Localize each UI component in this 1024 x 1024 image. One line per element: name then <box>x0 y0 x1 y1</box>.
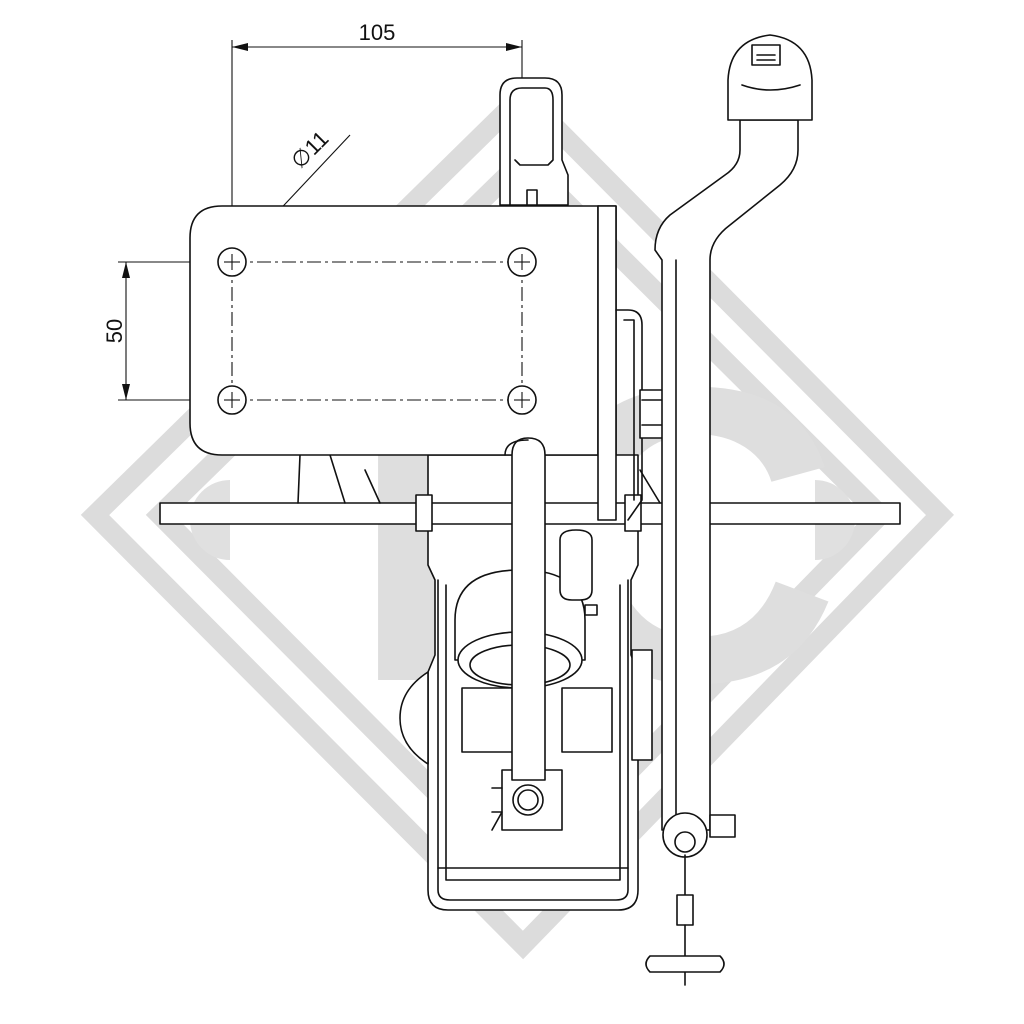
lock-pin <box>645 812 736 986</box>
dimension-height-label: 50 <box>102 319 127 343</box>
mounting-hole <box>217 385 247 415</box>
stabiliser-handle <box>654 34 813 831</box>
handle-lever <box>504 437 546 781</box>
dimension-width-label: 105 <box>359 20 396 45</box>
dimension-hole-label: ∅11 <box>286 126 333 173</box>
mounting-hole <box>507 247 537 277</box>
mounting-hole <box>507 385 537 415</box>
mounting-hole <box>217 247 247 277</box>
mounting-plate <box>189 205 617 456</box>
upper-bracket <box>499 77 569 206</box>
friction-pads <box>399 649 653 765</box>
lock-knob <box>491 769 563 831</box>
